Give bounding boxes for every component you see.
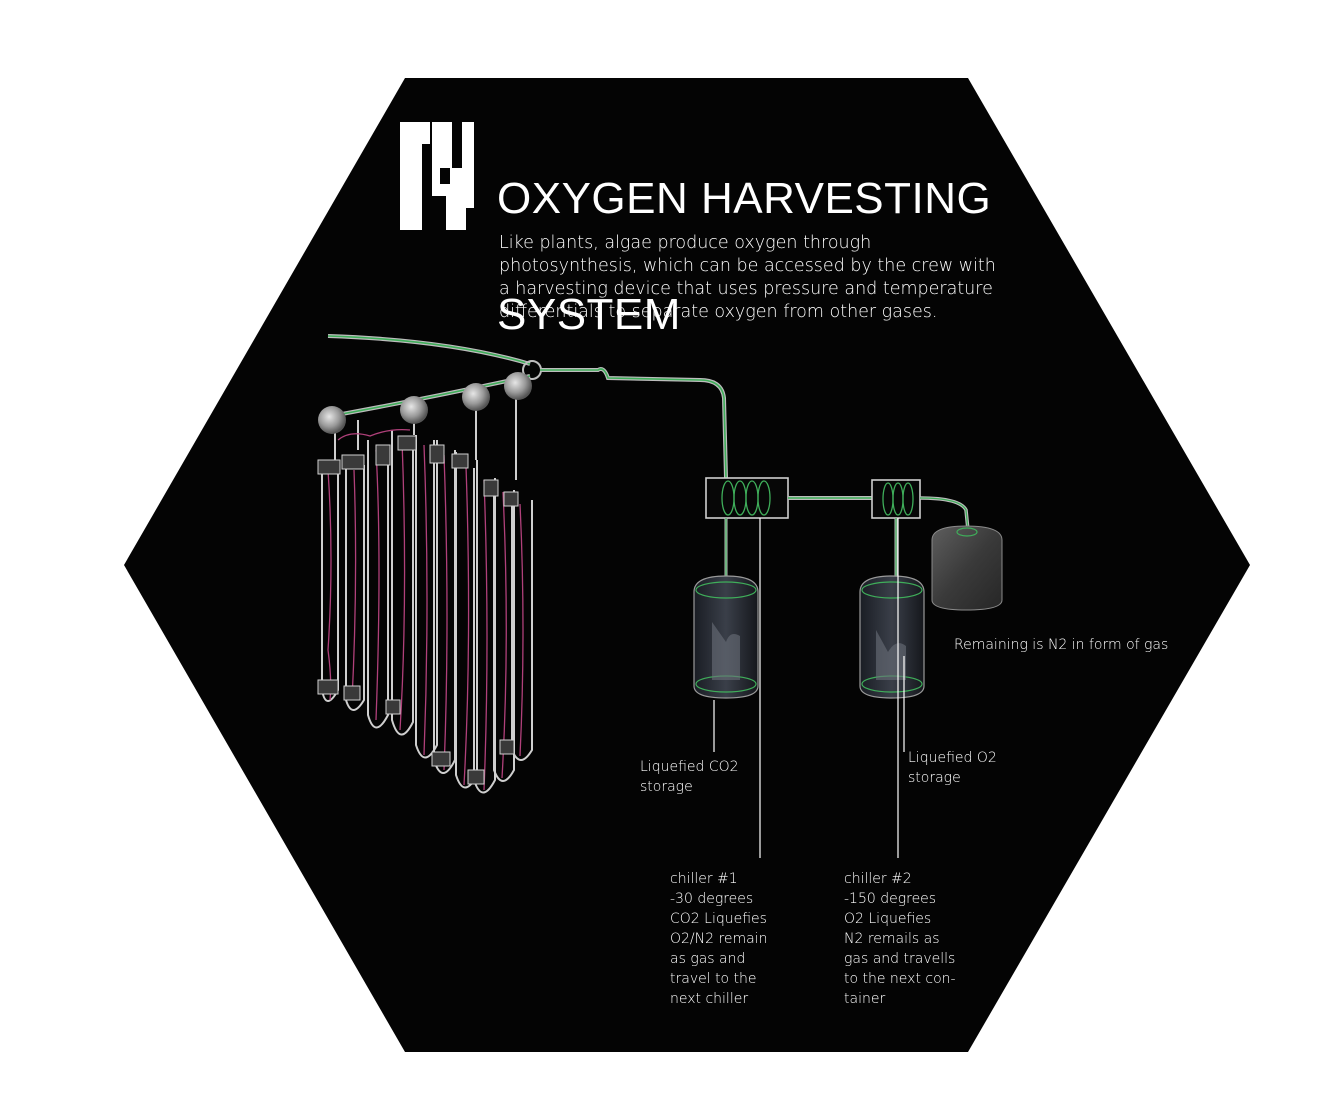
number-14-block [400, 122, 474, 230]
panel-description: Like plants, algae produce oxygen throug… [499, 233, 996, 322]
panel-title: OXYGEN HARVESTING SYSTEM [497, 112, 991, 402]
n2-gas-tank [931, 525, 1003, 611]
title-line-2: SYSTEM [497, 290, 681, 339]
valve-sphere [504, 372, 532, 400]
tube-clamps [317, 435, 519, 785]
co2-storage-tank [693, 575, 759, 699]
o2-storage-tank [859, 575, 925, 699]
chiller-2-label: chiller #2 -150 degrees O2 Liquefies N2 … [844, 871, 956, 1007]
algae-column-array [317, 372, 533, 794]
chiller-1-label: chiller #1 -30 degrees CO2 Liquefies O2/… [670, 871, 768, 1007]
chiller-1-unit [705, 477, 872, 578]
valve-sphere [318, 406, 346, 434]
hexagon-panel [124, 78, 1250, 1052]
o2-storage-label: Liquefied O2 storage [908, 750, 997, 786]
valve-spheres [318, 372, 532, 434]
n2-gas-label: Remaining is N2 in form of gas [954, 637, 1169, 653]
leader-lines [713, 518, 905, 858]
chiller-2-unit [871, 479, 970, 578]
co2-storage-label: Liquefied CO2 storage [640, 759, 739, 795]
valve-sphere [400, 396, 428, 424]
valve-sphere [462, 383, 490, 411]
title-line-1: OXYGEN HARVESTING [497, 174, 992, 223]
feed-pipe [319, 334, 728, 479]
